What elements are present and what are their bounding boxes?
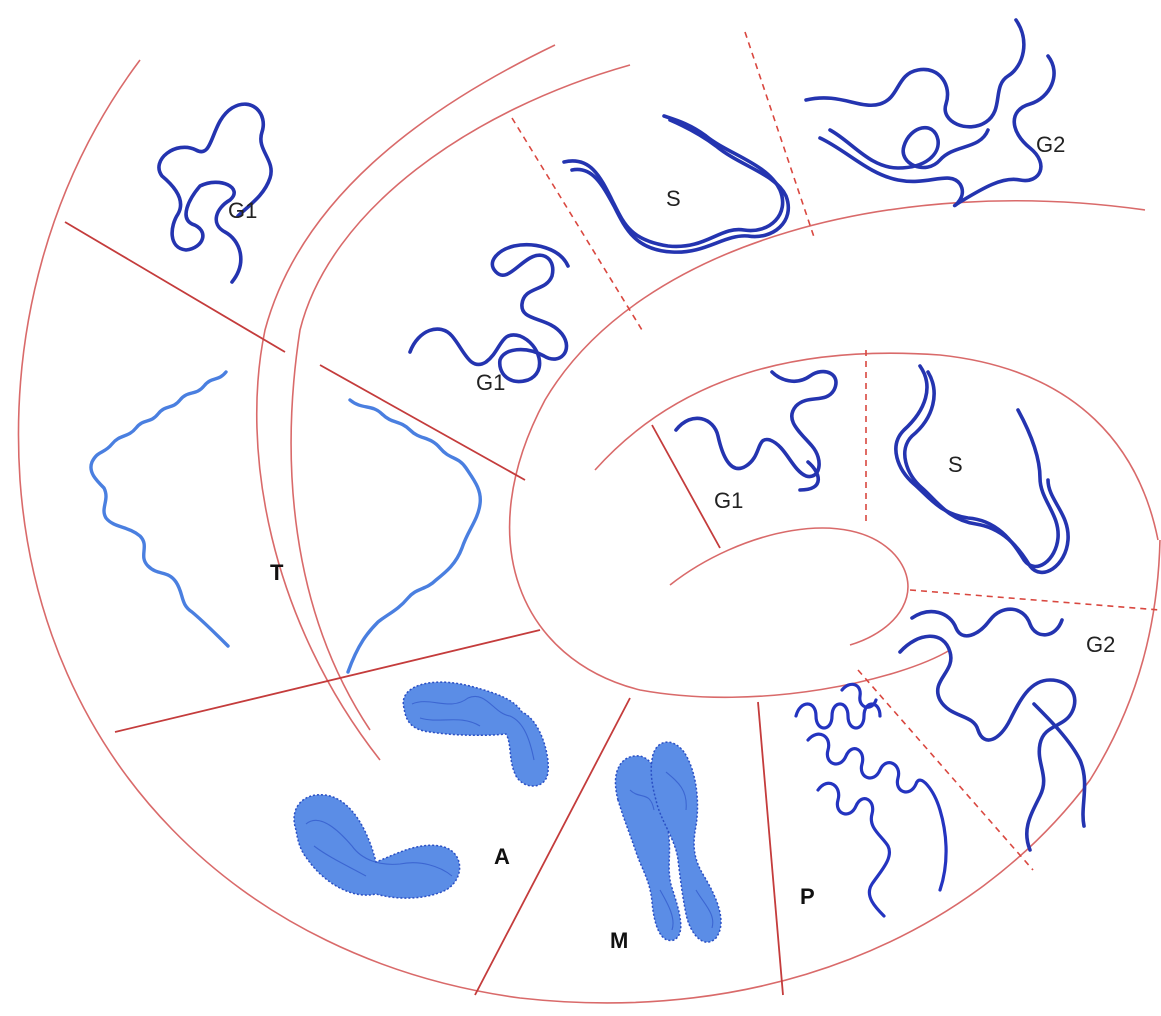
g1-outer-chromatin: [159, 104, 271, 282]
divider-metaphase-prophase: [758, 702, 783, 995]
telophase-right-chromosome: [348, 400, 480, 672]
label-g2-top: G2: [1036, 132, 1065, 157]
divider-inner-g1: [652, 425, 720, 548]
label-g1-inner: G1: [714, 488, 743, 513]
label-s-inner: S: [948, 452, 963, 477]
prophase-chromosome-left: [808, 734, 946, 890]
g1-middle-chromatin: [410, 245, 568, 382]
label-g1-outer: G1: [228, 198, 257, 223]
label-metaphase: M: [610, 928, 628, 953]
dashed-s-g2-inner: [910, 590, 1160, 610]
telophase-band-outer: [257, 45, 555, 760]
anaphase-chromosome-lower: [294, 795, 460, 898]
label-prophase: P: [800, 884, 815, 909]
label-s-middle: S: [666, 186, 681, 211]
condensed-chromosomes: [294, 682, 721, 942]
prophase-chromosome-right: [818, 783, 889, 916]
s-inner-chromatin-sister: [905, 372, 1068, 572]
telophase-band-inner: [291, 65, 630, 730]
label-g2-inner: G2: [1086, 632, 1115, 657]
inner-ring-top-edge: [595, 353, 1158, 540]
middle-ring-outer-edge: [510, 201, 1145, 698]
g2-top-chromatin: [806, 20, 1054, 206]
g1-inner-chromatin: [676, 372, 836, 490]
label-telophase: T: [270, 560, 284, 585]
chromatin-drawings: [91, 20, 1085, 916]
label-anaphase: A: [494, 844, 510, 869]
g2-inner-chromatin: [900, 636, 1085, 850]
g2-inner-chromatin-upper: [912, 609, 1062, 636]
telophase-left-chromosome: [91, 372, 228, 646]
label-g1-middle: G1: [476, 370, 505, 395]
inner-hole-edge: [670, 528, 908, 645]
phase-dividers: [65, 32, 1160, 995]
s-inner-chromatin: [896, 366, 1058, 566]
g2-top-chromatin-sister: [830, 128, 988, 168]
dashed-s-g2-top: [745, 32, 815, 240]
